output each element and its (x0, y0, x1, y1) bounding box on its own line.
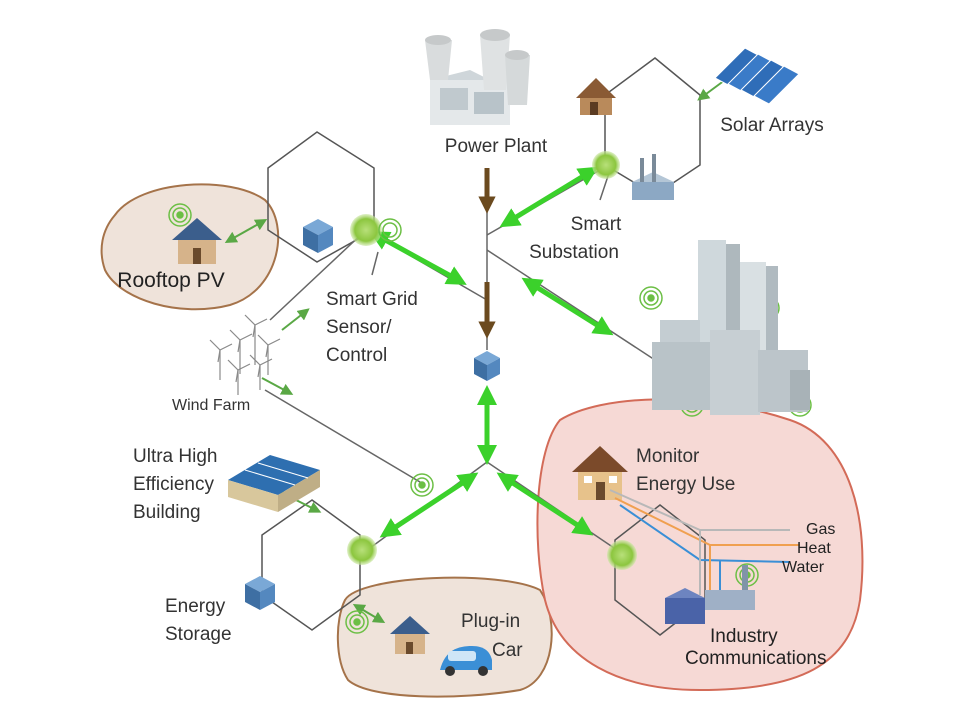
smart-grid-node (350, 214, 382, 246)
efficiency-building-icon (228, 455, 320, 512)
ultra-label-3: Building (133, 502, 201, 523)
solar-arrays-label: Solar Arrays (720, 115, 823, 136)
arrow-substation (499, 166, 599, 228)
smart-grid-label-1: Smart Grid (326, 289, 418, 310)
heat-label: Heat (797, 540, 831, 557)
labels: Power Plant Solar Arrays Smart Substatio… (117, 115, 835, 669)
plugin-car-zone (336, 576, 553, 698)
rooftop-house-icon (172, 218, 222, 264)
wireless-signal-icon (378, 218, 402, 242)
hex-energy-storage (261, 499, 361, 631)
wind-farm-icon (209, 314, 281, 395)
power-plant-icon (425, 29, 530, 125)
industry-factory-icon (665, 565, 755, 624)
ultra-label-2: Efficiency (133, 474, 214, 495)
car-house-icon (390, 616, 430, 654)
wind-farm-label: Wind Farm (172, 397, 250, 414)
monitor-house-icon (572, 446, 628, 500)
storage-cube-icon (474, 351, 500, 381)
cubes (245, 219, 500, 610)
substation-node (592, 151, 620, 179)
hex-smart-grid (267, 131, 375, 263)
smart-nodes (347, 151, 637, 570)
wireless-signal-icon (168, 203, 192, 227)
power-plant-label: Power Plant (445, 136, 548, 157)
substation-building-icon (576, 78, 616, 115)
substation-factory-icon (632, 154, 674, 200)
arrow-industry (496, 472, 594, 536)
storage-cube-icon (245, 576, 275, 610)
wireless-signal-icon (345, 610, 369, 634)
smart-grid-label-2: Sensor/ (326, 317, 392, 338)
smart-grid-label-3: Control (326, 345, 387, 366)
energy-storage-label-1: Energy (165, 596, 226, 617)
arrow-smart-grid (369, 231, 467, 285)
gas-label: Gas (806, 521, 835, 538)
industry-label: Industry (710, 626, 778, 647)
arrow-city (521, 277, 614, 336)
energy-storage-label-2: Storage (165, 624, 232, 645)
monitor-label-2: Energy Use (636, 474, 735, 495)
solar-arrays-icon (714, 47, 800, 105)
ultra-label-1: Ultra High (133, 446, 217, 467)
hex-industry (614, 504, 706, 636)
wireless-signal-icon (639, 286, 663, 310)
smart-substation-label-1: Smart (571, 214, 622, 235)
arrow-storage (379, 472, 479, 538)
industry-node (607, 540, 637, 570)
storage-cube-icon (303, 219, 333, 253)
monitor-label-1: Monitor (636, 446, 700, 467)
small-arrows (224, 79, 726, 624)
plugin-car-label-2: Car (492, 640, 523, 661)
smart-substation-label-2: Substation (529, 242, 619, 263)
water-label: Water (782, 559, 825, 576)
green-flow-arrows (369, 166, 614, 538)
plugin-car-label-1: Plug-in (461, 611, 520, 632)
storage-node (347, 535, 377, 565)
city-buildings-icon (652, 240, 810, 415)
rooftop-pv-label: Rooftop PV (117, 269, 224, 292)
electric-car-icon (440, 646, 492, 676)
wireless-signal-icon (410, 473, 434, 497)
communications-label: Communications (685, 648, 827, 669)
